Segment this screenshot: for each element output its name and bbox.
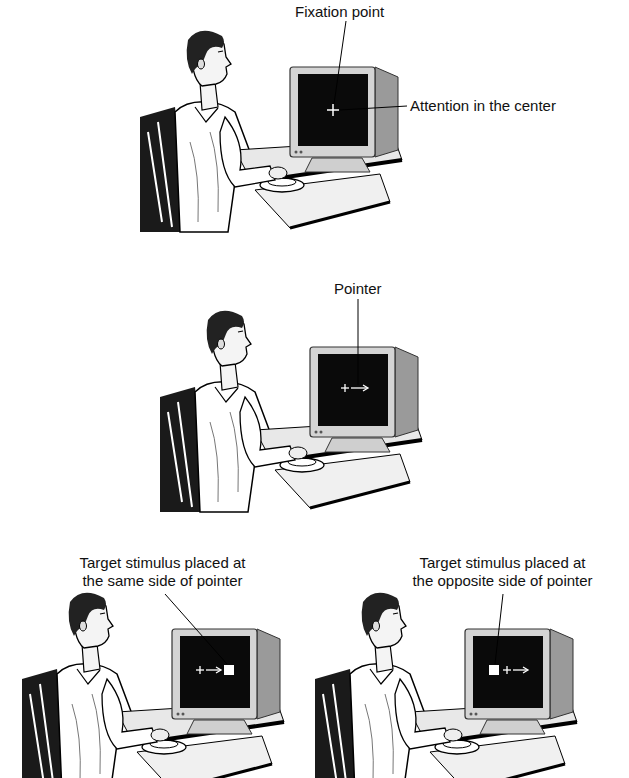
callout-label: Target stimulus placed at the opposite s… [410, 554, 595, 590]
target-stimulus [489, 665, 499, 675]
callout-label: Target stimulus placed at the same side … [70, 554, 255, 590]
pointer-cue [503, 666, 528, 674]
callout-label: Pointer [334, 280, 382, 298]
pointer-cue [196, 666, 221, 674]
subject-scene [160, 311, 422, 512]
target-stimulus [224, 665, 234, 675]
subject-scene [140, 31, 402, 232]
subject-scene [22, 593, 284, 778]
fixation-cross [327, 104, 339, 116]
pointer-cue [341, 384, 368, 392]
callout-label: Attention in the center [410, 97, 556, 115]
callout-label: Fixation point [295, 3, 384, 21]
subject-scene [315, 593, 577, 778]
